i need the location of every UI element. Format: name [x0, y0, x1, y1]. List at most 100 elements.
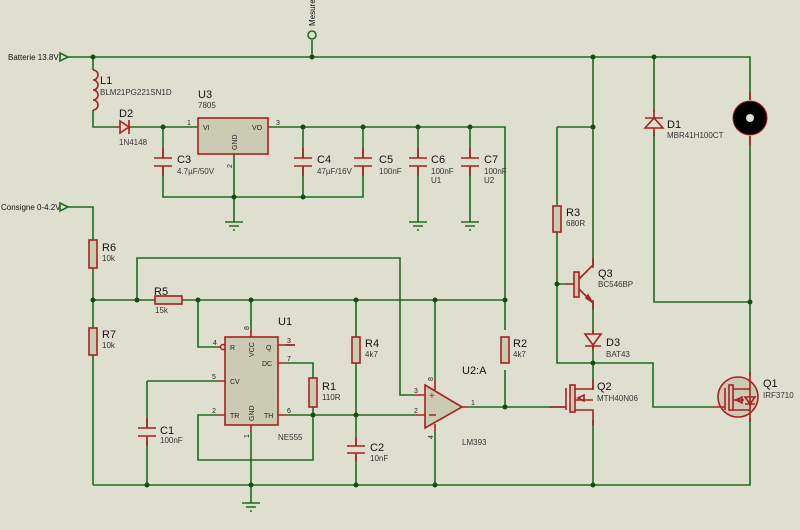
capacitor-c6: C6 100nF U1: [409, 148, 454, 185]
motor-shaft: [746, 114, 754, 122]
input-port-icon: [59, 51, 70, 63]
value-label: 100nF: [379, 167, 402, 176]
pin-number: 3: [287, 338, 291, 345]
value-label: 10k: [102, 254, 116, 263]
resistor-r7: R7 10k: [88, 327, 116, 356]
ref-label: R6: [102, 242, 116, 254]
value-label: IRF3710: [763, 391, 794, 400]
value-label: 680R: [566, 219, 585, 228]
net-measure: Mesure: [307, 0, 317, 40]
ref-label: C6: [431, 154, 445, 166]
value-label: MTH40N06: [597, 394, 638, 403]
ref-label: C4: [317, 154, 331, 166]
pin-label: VCC: [249, 342, 256, 357]
pin-number: 2: [227, 164, 234, 168]
pin-label: VO: [252, 125, 263, 132]
ref-label: D3: [606, 337, 620, 349]
pin-number: 7: [287, 356, 291, 363]
test-point-icon: [307, 30, 317, 40]
ref-label: Q1: [763, 378, 778, 390]
ref-label: L1: [100, 75, 112, 87]
ref-label: Q3: [598, 268, 613, 280]
inductor-l1: L1 BLM21PG221SN1D: [92, 69, 172, 111]
value-label: 47µF/16V: [317, 167, 353, 176]
diode-d1: D1 MBR41H100CT: [643, 110, 724, 140]
pin-label: Q: [266, 345, 272, 352]
pin-label: DC: [262, 361, 272, 368]
pin-label: TR: [230, 413, 239, 420]
net-label-setpoint: Consigne 0-4.2V: [1, 203, 61, 212]
value-label: 10k: [102, 341, 116, 350]
value-label: 10nF: [370, 454, 388, 463]
pin-number: 5: [212, 374, 216, 381]
value-label: 4k7: [365, 350, 378, 359]
ref-label: C2: [370, 442, 384, 454]
ref-label: D1: [667, 119, 681, 131]
diode-d2: D2 1N4148: [115, 108, 148, 147]
ref-label: R4: [365, 338, 379, 350]
ref-label: U2:A: [462, 365, 487, 377]
value-label: LM393: [462, 438, 487, 447]
value-label: 1N4148: [119, 138, 148, 147]
ref-label: R1: [322, 381, 336, 393]
junctions: [90, 54, 753, 488]
pin-label: VI: [203, 125, 210, 132]
ref-label: C5: [379, 154, 393, 166]
value-label: 100nF: [484, 167, 507, 176]
pin-number: 4: [213, 340, 217, 347]
motor: [732, 92, 768, 145]
value-label: 100nF: [431, 167, 454, 176]
regulator-u3: VI VO GND 1 3 2 U3 7805: [187, 89, 280, 168]
value-label: 7805: [198, 101, 216, 110]
mosfet-q2: Q2 MTH40N06: [549, 380, 638, 425]
value-label: BLM21PG221SN1D: [100, 88, 172, 97]
pin-label: CV: [230, 379, 240, 386]
ref-label: U3: [198, 89, 212, 101]
ref-label: D2: [119, 108, 133, 120]
pin-number: 4: [428, 435, 435, 439]
value-label: BC546BP: [598, 280, 633, 289]
resistor-r5: R5 15k: [154, 286, 183, 315]
pin-number: 1: [244, 434, 251, 438]
ref-label: Q2: [597, 381, 612, 393]
pin-number: 8: [428, 377, 435, 381]
pin-number: 3: [414, 388, 418, 395]
transistor-q3: Q3 BC546BP: [566, 258, 633, 310]
ref-label: U1: [278, 316, 292, 328]
resistor-r4: R4 4k7: [351, 336, 379, 364]
pin-label: GND: [232, 134, 239, 150]
ground-symbols: [225, 221, 479, 512]
plus-icon: +: [429, 391, 435, 402]
capacitor-c7: C7 100nF U2: [461, 148, 507, 185]
pin-number: 2: [414, 408, 418, 415]
wires: [68, 40, 751, 503]
pin-number: 2: [212, 408, 216, 415]
input-port-icon: [59, 201, 70, 213]
note-label: U1: [431, 176, 442, 185]
note-label: U2: [484, 176, 495, 185]
pin-number: 1: [187, 120, 191, 127]
pin-number: 6: [287, 408, 291, 415]
net-label-measure: Mesure: [308, 0, 317, 26]
value-label: 4k7: [513, 350, 526, 359]
ref-label: C7: [484, 154, 498, 166]
value-label: NE555: [278, 433, 303, 442]
comparator-u2a: + 3 2 1 8 4 U2:A LM393: [414, 365, 487, 447]
pin-number: 1: [471, 400, 475, 407]
pin-label: GND: [249, 405, 256, 421]
timer-u1: R VCC Q DC CV TR GND TH 4 8 3 7 5 2 6 1 …: [212, 316, 303, 442]
resistor-r1: R1 110R: [308, 377, 341, 408]
ref-label: R2: [513, 338, 527, 350]
capacitor-c5: C5 100nF: [354, 148, 402, 176]
pin-number: 3: [276, 120, 280, 127]
ref-label: R3: [566, 207, 580, 219]
pin-label: TH: [264, 413, 273, 420]
capacitor-c4: C4 47µF/16V: [294, 148, 353, 176]
net-battery: Batterie 13.8V: [8, 51, 70, 63]
pin-number: 8: [244, 326, 251, 330]
value-label: 110R: [322, 393, 341, 402]
ref-label: C3: [177, 154, 191, 166]
capacitor-c1: C1 100nF: [138, 418, 183, 446]
net-setpoint: Consigne 0-4.2V: [1, 201, 70, 213]
